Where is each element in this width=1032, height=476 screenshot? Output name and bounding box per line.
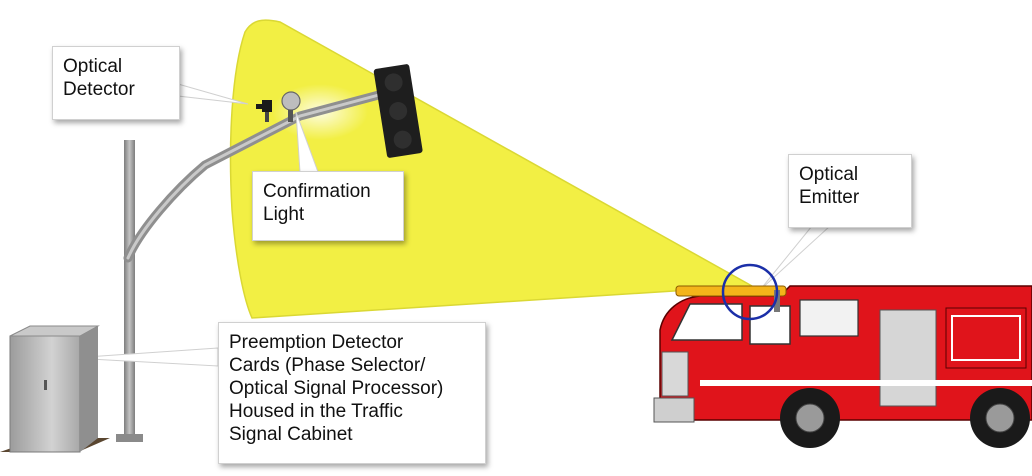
traffic-signal-pole: [116, 87, 395, 442]
confirmation-light-icon: [281, 91, 301, 122]
optical-detector-label-line2: Detector: [63, 79, 135, 100]
confirmation-light-callout: Confirmation Light: [252, 171, 404, 241]
cabinet-label-line4: Housed in the Traffic: [229, 401, 403, 422]
fire-truck-icon: [653, 285, 1032, 448]
confirmation-light-label-line2: Light: [263, 204, 305, 225]
cabinet-label-line5: Signal Cabinet: [229, 424, 353, 445]
optical-emitter-label-line1: Optical: [799, 164, 859, 185]
signal-head-icon: [373, 64, 423, 158]
cabinet-callout: Preemption Detector Cards (Phase Selecto…: [218, 322, 486, 464]
optical-detector-label-line1: Optical: [63, 56, 123, 77]
optical-emitter-callout: Optical Emitter: [788, 154, 912, 228]
cabinet-label-line2: Cards (Phase Selector/: [229, 355, 426, 376]
optical-detector-icon: [256, 100, 272, 122]
signal-cabinet-icon: [0, 325, 110, 453]
cabinet-label-line3: Optical Signal Processor): [229, 378, 444, 399]
optical-detector-callout: Optical Detector: [52, 46, 180, 120]
confirmation-light-label-line1: Confirmation: [263, 181, 371, 202]
cabinet-label-line1: Preemption Detector: [229, 332, 404, 353]
optical-emitter-highlight: [721, 263, 779, 321]
optical-emitter-label-line2: Emitter: [799, 187, 860, 208]
optical-beam: [229, 19, 755, 319]
